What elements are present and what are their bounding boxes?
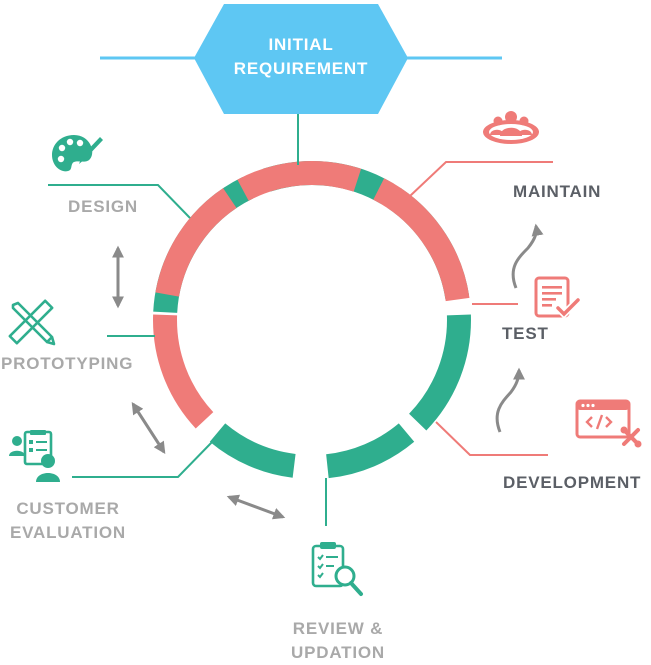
customer-checklist-icon: [9, 430, 60, 482]
ring-segment-review: [325, 423, 415, 479]
cycle-ring: [153, 161, 471, 479]
ring-segment-review-right: [209, 423, 296, 478]
ring-segment-maintain-top: [373, 178, 470, 302]
ring-segment-maintain: [237, 161, 362, 201]
connector-customer: [72, 439, 215, 478]
connector-design: [48, 184, 191, 219]
palette-icon: [52, 135, 103, 172]
ring-segment-customer: [408, 314, 471, 431]
label-development: DEVELOPMENT: [503, 473, 642, 492]
label-prototyping: PROTOTYPING: [1, 354, 134, 373]
header-line2: REQUIREMENT: [233, 59, 369, 78]
ring-segment-test: [155, 188, 237, 297]
arrow-prototyping-customer: [131, 401, 166, 455]
test-document-icon: [534, 276, 582, 319]
header-line1: INITIAL: [268, 35, 334, 54]
code-window-icon: [575, 399, 642, 448]
label-test: TEST: [502, 324, 549, 343]
label-customer-line2: EVALUATION: [10, 523, 126, 542]
label-review-line2: UPDATION: [291, 643, 385, 662]
label-customer-evaluation: CUSTOMER EVALUATION: [0, 497, 136, 545]
label-maintain: MAINTAIN: [513, 182, 602, 201]
header-label: INITIAL REQUIREMENT: [196, 33, 406, 81]
pencil-ruler-icon: [8, 299, 56, 346]
label-design: DESIGN: [68, 197, 138, 216]
connectors: [48, 114, 553, 526]
team-icon: [483, 111, 539, 144]
label-review-line1: REVIEW &: [292, 619, 384, 638]
connector-development: [435, 421, 548, 456]
clipboard-search-icon: [311, 542, 363, 596]
ring-segment-development: [153, 314, 214, 429]
label-review-updation: REVIEW & UPDATION: [278, 617, 398, 665]
flow-arrows: [112, 223, 544, 520]
arrow-test-maintain: [511, 223, 544, 289]
arrow-development-test: [495, 367, 526, 433]
connector-maintain: [409, 161, 553, 197]
header-hexagon: [194, 4, 408, 114]
label-customer-line1: CUSTOMER: [16, 499, 120, 518]
arrow-customer-review: [226, 494, 286, 520]
